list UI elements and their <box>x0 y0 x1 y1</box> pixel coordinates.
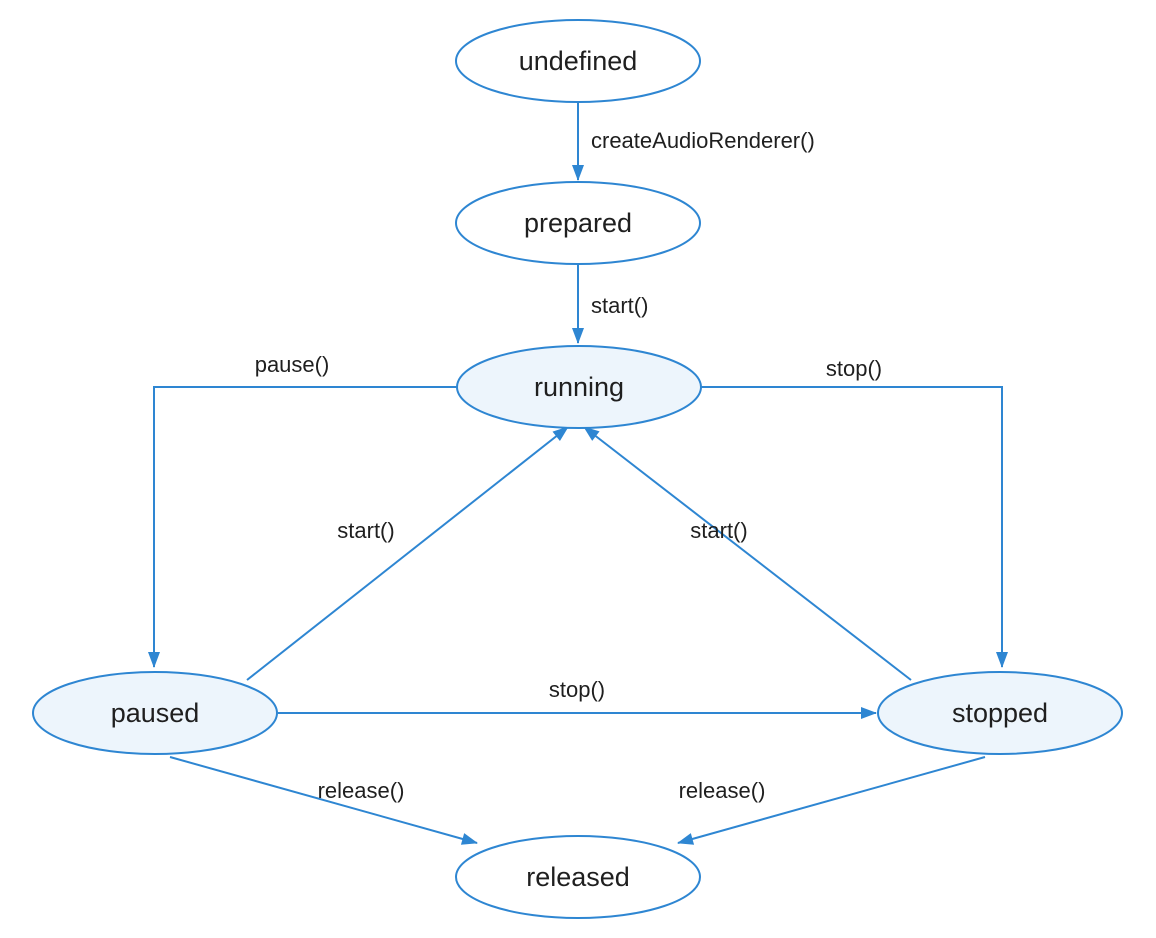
edge-pause-from-running <box>148 386 457 668</box>
edge-release-from-paused <box>169 756 478 845</box>
edge-label-pause-from-running: pause() <box>255 352 330 377</box>
state-label-prepared: prepared <box>524 208 632 238</box>
edge-release-from-stopped <box>677 756 986 845</box>
state-node-prepared: prepared <box>455 181 701 265</box>
edge-label-stop-from-paused: stop() <box>549 677 605 702</box>
edge-label-release-from-stopped: release() <box>679 778 766 803</box>
edge-stop-from-running <box>701 386 1008 668</box>
state-ellipse-released <box>455 835 701 919</box>
state-node-paused: paused <box>32 671 278 755</box>
state-ellipse-prepared <box>455 181 701 265</box>
state-label-stopped: stopped <box>952 698 1048 728</box>
edge-label-start-from-prepared: start() <box>591 293 648 318</box>
edge-label-stop-from-running: stop() <box>826 356 882 381</box>
edge-label-create-audio-renderer: createAudioRenderer() <box>591 128 815 153</box>
state-node-undefined: undefined <box>455 19 701 103</box>
state-ellipse-paused <box>32 671 278 755</box>
state-node-running: running <box>456 345 702 429</box>
state-ellipse-undefined <box>455 19 701 103</box>
edge-start-from-stopped <box>583 426 912 681</box>
edge-label-start-from-stopped: start() <box>690 518 747 543</box>
edge-start-from-paused <box>246 426 569 681</box>
state-ellipse-stopped <box>877 671 1123 755</box>
state-label-paused: paused <box>111 698 200 728</box>
edge-label-release-from-paused: release() <box>318 778 405 803</box>
state-label-released: released <box>526 862 630 892</box>
state-ellipse-running <box>456 345 702 429</box>
edge-label-start-from-paused: start() <box>337 518 394 543</box>
state-node-released: released <box>455 835 701 919</box>
state-label-running: running <box>534 372 624 402</box>
state-label-undefined: undefined <box>519 46 638 76</box>
state-node-stopped: stopped <box>877 671 1123 755</box>
